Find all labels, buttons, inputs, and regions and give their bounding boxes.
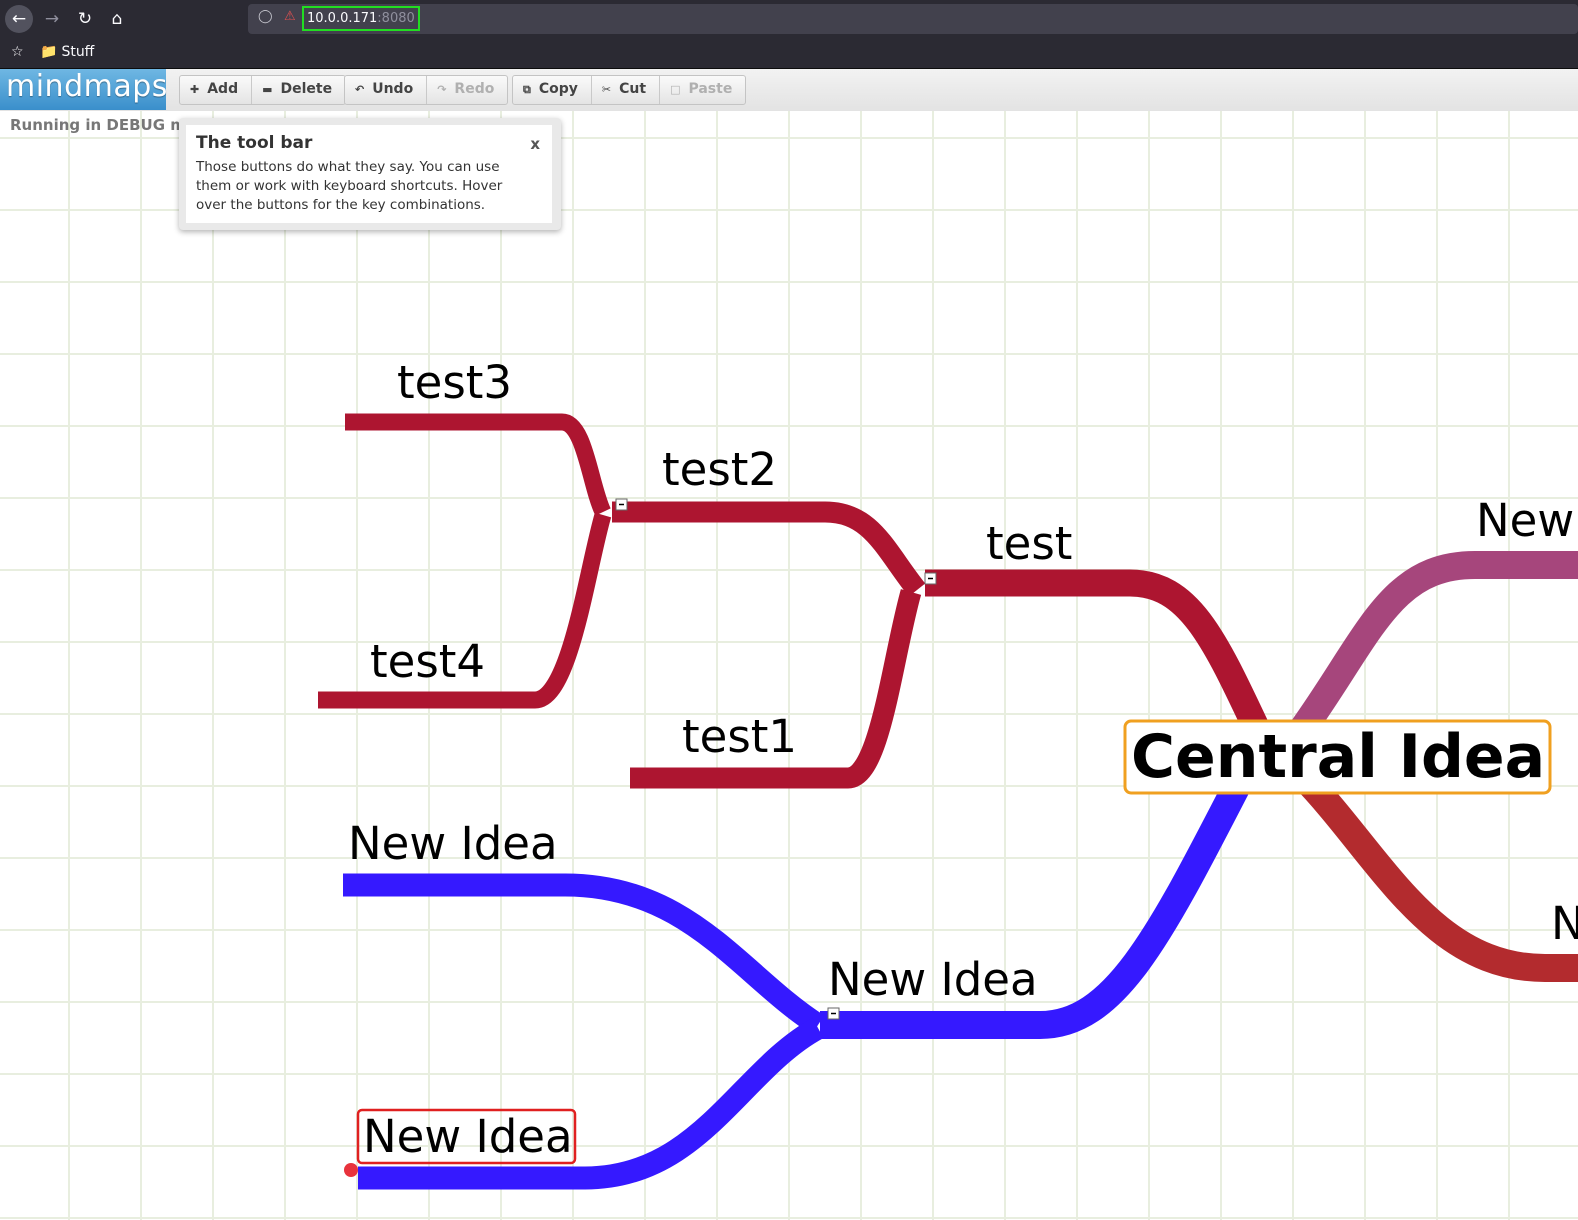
- popover-content: The tool bar x Those buttons do what the…: [186, 125, 552, 223]
- branch-central-to-test: [925, 569, 1275, 746]
- delete-label: Delete: [280, 81, 333, 97]
- cut-label: Cut: [619, 81, 647, 97]
- bookmark-star-icon[interactable]: ☆: [11, 44, 24, 60]
- undo-label: Undo: [372, 81, 414, 97]
- redo-icon: ↷: [437, 83, 447, 96]
- debug-notice: Running in DEBUG m: [10, 116, 186, 134]
- clipboard-icon: □: [670, 83, 681, 96]
- popover-body: Those buttons do what they say. You can …: [196, 159, 503, 213]
- branch-new-idea-to-bottom: [358, 1017, 824, 1190]
- history-button-group: ↶ Undo ↷ Redo: [344, 75, 509, 105]
- node-test2[interactable]: test2: [662, 443, 777, 496]
- toolbar-help-popover: The tool bar x Those buttons do what the…: [179, 118, 561, 230]
- edit-button-group: ✚ Add ▬ Delete: [179, 75, 347, 105]
- copy-button[interactable]: ⧉ Copy: [513, 76, 592, 104]
- delete-button[interactable]: ▬ Delete: [252, 76, 345, 104]
- bookmark-folder-stuff[interactable]: 📁Stuff: [40, 44, 94, 60]
- central-node[interactable]: Central Idea: [1123, 719, 1552, 795]
- home-button[interactable]: ⌂: [103, 5, 131, 33]
- branch-new-idea-to-top: [343, 873, 825, 1035]
- node-new-idea-right-bottom[interactable]: N: [1551, 897, 1578, 950]
- branch-central-to-new-idea: [820, 773, 1253, 1039]
- mindmap-drawing: test test2 test1 test3 test4 New Idea Ne…: [318, 356, 1578, 1190]
- node-new-idea-mid[interactable]: New Idea: [828, 953, 1038, 1006]
- folder-icon: 📁: [40, 44, 58, 60]
- url-host: 10.0.0.171: [307, 11, 378, 26]
- node-new-idea-top[interactable]: New Idea: [348, 817, 558, 870]
- url-text[interactable]: 10.0.0.171:8080: [302, 6, 420, 31]
- forward-button[interactable]: →: [38, 5, 66, 33]
- shield-icon[interactable]: ◯: [258, 9, 273, 24]
- back-button[interactable]: ←: [5, 5, 33, 33]
- crimson-branch: [1291, 765, 1578, 982]
- branch-test-to-test2: [612, 501, 926, 597]
- branch-test-to-test1: [630, 589, 922, 789]
- copy-label: Copy: [538, 81, 578, 97]
- scissors-icon: ✂: [601, 83, 612, 96]
- node-new-idea-bottom: New Idea: [363, 1110, 573, 1163]
- redo-label: Redo: [454, 81, 495, 97]
- node-new-idea-right-top[interactable]: New: [1476, 494, 1574, 547]
- paste-button[interactable]: □ Paste: [660, 76, 745, 104]
- collapse-toggle-test2[interactable]: [615, 498, 628, 511]
- branch-test2-to-test3: [345, 413, 611, 516]
- node-test1[interactable]: test1: [682, 710, 797, 763]
- collapse-toggle-new-idea[interactable]: [827, 1007, 840, 1020]
- add-button[interactable]: ✚ Add: [180, 76, 253, 104]
- browser-navigation-bar: ← → ↻ ⌂ ◯ ⚠ 10.0.0.171:8080: [0, 0, 1578, 38]
- central-node-border: [1123, 719, 1552, 795]
- red-branch: [318, 413, 1275, 789]
- blue-branch: [343, 773, 1253, 1190]
- bookmarks-toolbar: [0, 38, 1578, 69]
- logo-text: mindmaps: [6, 69, 168, 104]
- app-logo: mindmaps: [0, 69, 168, 110]
- collapse-toggle-test[interactable]: [924, 572, 937, 585]
- copy-icon: ⧉: [523, 83, 531, 96]
- central-node-label: Central Idea: [1131, 722, 1545, 792]
- reload-button[interactable]: ↻: [71, 5, 99, 33]
- home-icon: ⌂: [111, 9, 123, 29]
- plus-icon: ✚: [190, 83, 200, 96]
- arrow-left-icon: ←: [11, 9, 27, 29]
- insecure-lock-icon[interactable]: ⚠: [284, 9, 296, 24]
- mindmap-canvas[interactable]: test test2 test1 test3 test4 New Idea Ne…: [0, 111, 1578, 1220]
- node-test[interactable]: test: [986, 517, 1072, 570]
- arrow-right-icon: →: [44, 9, 60, 29]
- minus-icon: ▬: [262, 83, 273, 96]
- bookmark-folder-label: Stuff: [61, 44, 95, 60]
- url-port: :8080: [377, 11, 415, 26]
- redo-button[interactable]: ↷ Redo: [427, 76, 507, 104]
- selected-node[interactable]: New Idea: [344, 1108, 577, 1177]
- clipboard-button-group: ⧉ Copy ✂ Cut □ Paste: [512, 75, 747, 105]
- address-bar[interactable]: [248, 4, 1578, 34]
- purple-branch: [1290, 551, 1578, 739]
- paste-label: Paste: [688, 81, 733, 97]
- node-test3[interactable]: test3: [397, 356, 512, 409]
- reload-icon: ↻: [77, 9, 93, 29]
- undo-button[interactable]: ↶ Undo: [345, 76, 428, 104]
- selected-node-border: [356, 1108, 577, 1165]
- popover-title: The tool bar: [196, 133, 313, 153]
- popover-close-button[interactable]: x: [530, 135, 540, 153]
- branch-test2-to-test4: [318, 512, 612, 709]
- undo-icon: ↶: [355, 83, 365, 96]
- add-label: Add: [207, 81, 239, 97]
- drag-handle[interactable]: [344, 1163, 358, 1177]
- cut-button[interactable]: ✂ Cut: [592, 76, 661, 104]
- node-test4[interactable]: test4: [370, 635, 485, 688]
